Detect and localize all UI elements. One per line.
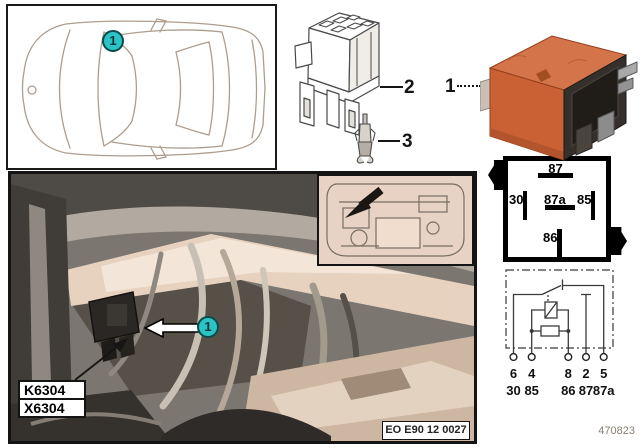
thin-pointer-arrow-icon <box>74 338 128 381</box>
item-1-label[interactable]: 1 <box>445 76 456 97</box>
leader-line-item1 <box>457 85 481 87</box>
pin-30-contact-bar <box>523 191 527 220</box>
pin-diagram-panel: 87 30 87a 85 86 <box>488 156 627 262</box>
car-location-panel: 1 <box>6 4 277 170</box>
schematic-terminal-number: 5 <box>600 366 608 381</box>
car-topview-illustration <box>21 18 266 160</box>
item-2-label[interactable]: 2 <box>404 77 415 98</box>
pin-85-contact-bar <box>591 191 595 220</box>
doc-number: 470823 <box>598 425 635 437</box>
engine-bay-inset <box>317 174 474 266</box>
schematic-terminal-name: 30 <box>506 383 521 398</box>
leader-line-item3 <box>378 140 400 142</box>
pin-85-label: 85 <box>577 192 592 207</box>
pin-87a-contact-bar <box>545 205 575 210</box>
schematic-terminal-number: 8 <box>564 366 572 381</box>
relay-code-label: K6304 <box>18 380 86 400</box>
schematic-terminal-number: 4 <box>528 366 536 381</box>
schematic-terminal-name: 86 <box>561 383 576 398</box>
photo-caption: EO E90 12 0027 <box>382 421 470 440</box>
item-3-label[interactable]: 3 <box>402 131 413 152</box>
pin-30-label: 30 <box>509 192 524 207</box>
inset-drawing <box>326 183 465 257</box>
connector-key-tab-right-icon <box>611 227 627 255</box>
relay-socket-illustration <box>294 12 380 136</box>
schematic-terminal-name: 87a <box>592 383 615 398</box>
schematic-terminal-number: 2 <box>582 366 590 381</box>
connector-code-label: X6304 <box>18 398 86 418</box>
terminal-pin-illustration <box>354 113 376 164</box>
relay-photo <box>480 35 638 161</box>
relay-schematic-panel: 6 4 8 2 5 30 85 86 87 87a <box>498 266 640 401</box>
schematic-terminal-name: 85 <box>524 383 539 398</box>
pin-86-contact-bar <box>557 229 562 257</box>
connector-key-tab-left-icon <box>488 160 505 190</box>
pin-87a-label: 87a <box>544 192 566 207</box>
schematic-terminal-name: 87 <box>578 383 594 398</box>
inset-arrow-icon <box>345 186 384 218</box>
car-location-badge[interactable]: 1 <box>102 30 124 52</box>
leader-line-item2 <box>380 86 403 88</box>
relay-schematic-drawing <box>505 269 614 362</box>
pin-87-label: 87 <box>548 161 563 176</box>
schematic-terminal-number: 6 <box>509 366 518 381</box>
location-photo-panel: 1 K6304 X6304 EO E90 12 0027 <box>8 171 477 444</box>
pin-87-contact-bar <box>538 173 573 178</box>
pin-86-label: 86 <box>543 230 558 245</box>
photo-location-badge[interactable]: 1 <box>197 316 219 338</box>
